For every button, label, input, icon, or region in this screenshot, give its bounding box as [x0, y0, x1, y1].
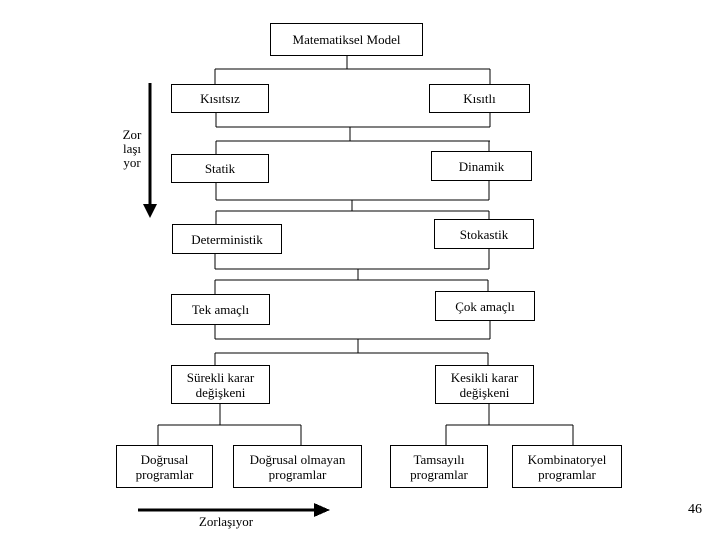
node-statik: Statik — [171, 154, 269, 183]
horizontal-arrow-label: Zorlaşıyor — [198, 514, 254, 529]
node-kesikli-karar-degiskeni: Kesikli karar değişkeni — [435, 365, 534, 404]
right-arrowhead — [314, 503, 330, 517]
node-kombinatoryel-programlar: Kombinatoryel programlar — [512, 445, 622, 488]
node-kisitsiz: Kısıtsız — [171, 84, 269, 113]
difficulty-arrow-vertical — [143, 83, 157, 218]
node-stokastik: Stokastik — [434, 219, 534, 249]
down-arrowhead — [143, 204, 157, 218]
node-cok-amacli: Çok amaçlı — [435, 291, 535, 321]
node-deterministik: Deterministik — [172, 224, 282, 254]
connector-lines — [157, 56, 574, 446]
difficulty-arrow-horizontal — [138, 503, 330, 517]
node-dogrusal-olmayan-programlar: Doğrusal olmayan programlar — [233, 445, 362, 488]
node-surekli-karar-degiskeni: Sürekli karar değişkeni — [171, 365, 270, 404]
node-kisitli: Kısıtlı — [429, 84, 530, 113]
node-dinamik: Dinamik — [431, 151, 532, 181]
node-matematiksel-model: Matematiksel Model — [270, 23, 423, 56]
node-dogrusal-programlar: Doğrusal programlar — [116, 445, 213, 488]
page-number: 46 — [688, 502, 702, 517]
node-tek-amacli: Tek amaçlı — [171, 294, 270, 325]
vertical-arrow-label: Zor laşı yor — [122, 127, 142, 170]
node-tamsayili-programlar: Tamsayılı programlar — [390, 445, 488, 488]
